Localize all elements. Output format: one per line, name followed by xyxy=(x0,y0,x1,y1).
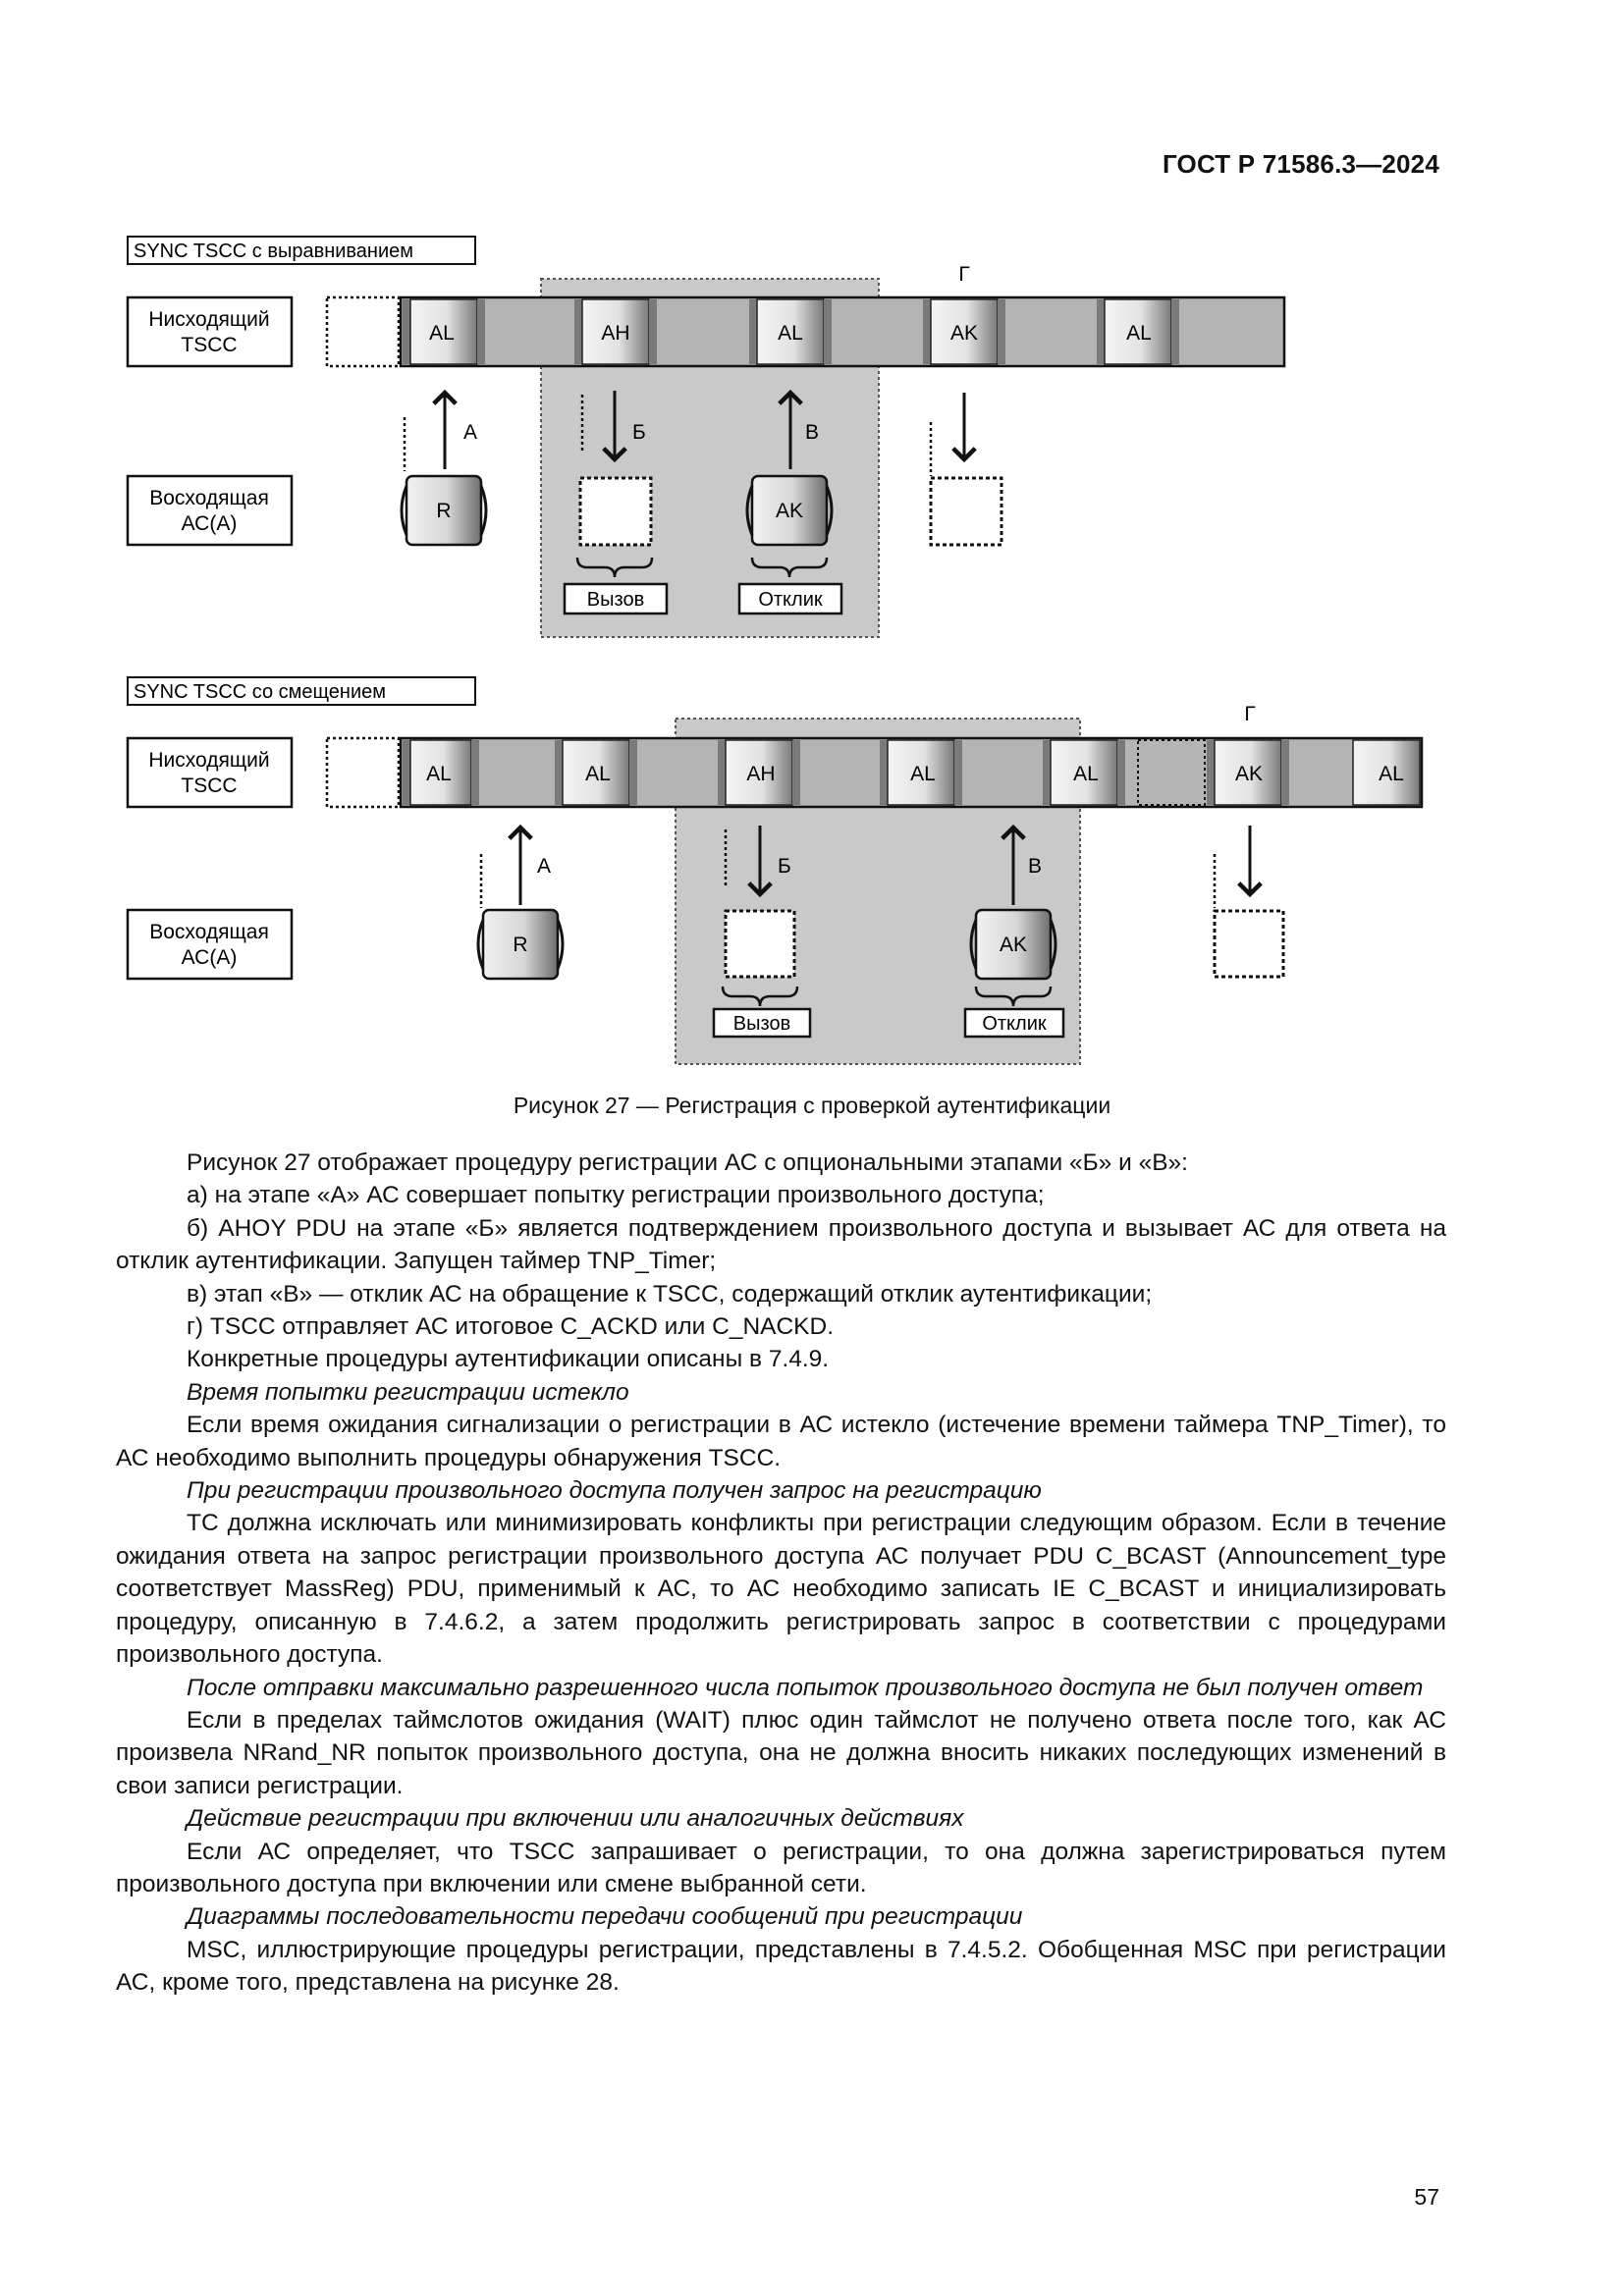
bottom-downlink-label-2: TSCC xyxy=(181,774,237,797)
bottom-response-label: Отклик xyxy=(982,1013,1047,1035)
bottom-slot-6: AK xyxy=(1207,739,1289,806)
svg-text:AK: AK xyxy=(950,322,978,345)
paragraph: Если время ожидания сигнализации о регис… xyxy=(116,1412,1446,1471)
document-id: ГОСТ Р 71586.3—2024 xyxy=(1162,149,1439,179)
top-uplink-label-box xyxy=(126,474,294,547)
bottom-slot-3: AH xyxy=(718,739,800,806)
subheading: Диаграммы последовательности передачи со… xyxy=(187,1903,1023,1931)
paragraph: Если в пределах таймслотов ожидания (WAI… xyxy=(116,1706,1446,1799)
bottom-label-a: А xyxy=(537,855,551,878)
figure-27-diagram: SYNC TSCC с выравниванием Нисходящий TSC… xyxy=(126,236,1424,1065)
bottom-call-box xyxy=(712,1007,812,1039)
top-response-label: Отклик xyxy=(758,589,823,611)
bottom-slot-4: AL xyxy=(880,739,962,806)
list-item: а) на этапе «А» АС совершает попытку рег… xyxy=(187,1182,1045,1209)
bottom-title: SYNC TSCC со смещением xyxy=(134,681,386,703)
paragraph: ТС должна исключать или минимизировать к… xyxy=(116,1510,1446,1669)
paragraph: MSC, иллюстрирующие процедуры регистраци… xyxy=(116,1936,1446,1997)
top-downlink-label-box xyxy=(126,295,294,368)
top-title-box xyxy=(127,236,476,265)
paragraph: Рисунок 27 отображает процедуру регистра… xyxy=(187,1149,1188,1176)
bottom-call-label: Вызов xyxy=(733,1013,790,1035)
top-final-slot xyxy=(929,476,1003,547)
top-slot-4: AK xyxy=(923,298,1005,365)
page-number: 57 xyxy=(1414,2184,1439,2210)
top-call-label: Вызов xyxy=(587,589,644,611)
bottom-uplink-label-1: Восходящая xyxy=(149,921,269,943)
figure-27: SYNC TSCC с выравниванием Нисходящий TSC… xyxy=(108,221,1463,1075)
top-slot-3: AL xyxy=(749,298,832,365)
bottom-title-box xyxy=(127,676,476,706)
top-label-g: Г xyxy=(958,263,969,286)
top-uplink-ak: AK xyxy=(745,474,834,547)
bottom-label-g: Г xyxy=(1244,703,1255,725)
bottom-slot-2: AL xyxy=(555,739,637,806)
list-item: в) этап «В» — отклик АС на обращение к T… xyxy=(187,1280,1153,1308)
top-call-slot xyxy=(578,476,653,547)
svg-text:AH: AH xyxy=(746,763,775,785)
top-slot-2: AH xyxy=(574,298,657,365)
svg-text:AH: AH xyxy=(601,322,629,345)
top-call-box xyxy=(563,582,669,615)
figure-caption: Рисунок 27 — Регистрация с проверкой аут… xyxy=(513,1093,1111,1118)
list-item: г) TSCC отправляет АС итоговое C_ACKD ил… xyxy=(187,1313,835,1341)
bottom-response-box xyxy=(963,1007,1065,1039)
svg-text:AK: AK xyxy=(776,500,803,522)
bottom-uplink-r: R xyxy=(476,908,565,981)
top-uplink-label-2: АС(А) xyxy=(182,512,238,535)
top-label-a: А xyxy=(463,421,477,444)
top-label-v: В xyxy=(805,421,819,444)
list-item: б) AHOY PDU на этапе «Б» является подтве… xyxy=(116,1214,1446,1275)
top-slot-1: AL xyxy=(403,298,485,365)
bottom-uplink-label-box xyxy=(126,908,294,981)
top-response-box xyxy=(737,582,843,615)
subheading: Действие регистрации при включении или а… xyxy=(187,1805,964,1833)
bottom-final-slot xyxy=(1213,909,1285,979)
svg-text:AL: AL xyxy=(1126,322,1152,345)
bottom-uplink-ak: AK xyxy=(969,908,1057,981)
top-label-b: Б xyxy=(632,421,646,444)
bottom-uplink-label-2: АС(А) xyxy=(182,946,238,969)
top-uplink-label-1: Восходящая xyxy=(149,487,269,509)
svg-text:R: R xyxy=(436,500,451,522)
subheading: При регистрации произвольного доступа по… xyxy=(187,1477,1042,1505)
top-downlink-label-2: TSCC xyxy=(181,334,237,356)
subheading: После отправки максимально разрешенного … xyxy=(187,1674,1424,1701)
paragraph: Если АС определяет, что TSCC запрашивает… xyxy=(116,1838,1446,1897)
svg-text:AK: AK xyxy=(1235,763,1263,785)
svg-text:AL: AL xyxy=(429,322,455,345)
top-slot-5: AL xyxy=(1097,298,1179,365)
top-uplink-r: R xyxy=(400,474,488,547)
bottom-downlink-label-1: Нисходящий xyxy=(148,749,269,772)
svg-text:AL: AL xyxy=(426,763,452,785)
svg-text:AL: AL xyxy=(585,763,611,785)
top-title: SYNC TSCC с выравниванием xyxy=(134,240,413,262)
bottom-label-b: Б xyxy=(778,855,791,878)
subheading: Время попытки регистрации истекло xyxy=(187,1378,629,1406)
bottom-slot-7: AL xyxy=(1352,739,1421,806)
paragraph: Конкретные процедуры аутентификации опис… xyxy=(187,1346,830,1373)
top-empty-slot xyxy=(325,295,401,368)
bottom-call-slot xyxy=(724,909,796,979)
svg-text:AL: AL xyxy=(1379,763,1404,785)
bottom-downlink-label-box xyxy=(126,736,294,809)
bottom-slot-5: AL xyxy=(1043,739,1125,806)
bottom-empty-slot xyxy=(325,736,401,809)
bottom-label-v: В xyxy=(1028,855,1042,878)
svg-text:AL: AL xyxy=(910,763,936,785)
svg-text:AK: AK xyxy=(1000,934,1027,956)
svg-text:AL: AL xyxy=(778,322,803,345)
svg-text:R: R xyxy=(513,934,527,956)
body-text: Рисунок 27 отображает процедуру регистра… xyxy=(116,1147,1446,2000)
svg-text:AL: AL xyxy=(1073,763,1099,785)
bottom-slot-1: AL xyxy=(403,739,479,806)
top-downlink-label-1: Нисходящий xyxy=(148,308,269,331)
